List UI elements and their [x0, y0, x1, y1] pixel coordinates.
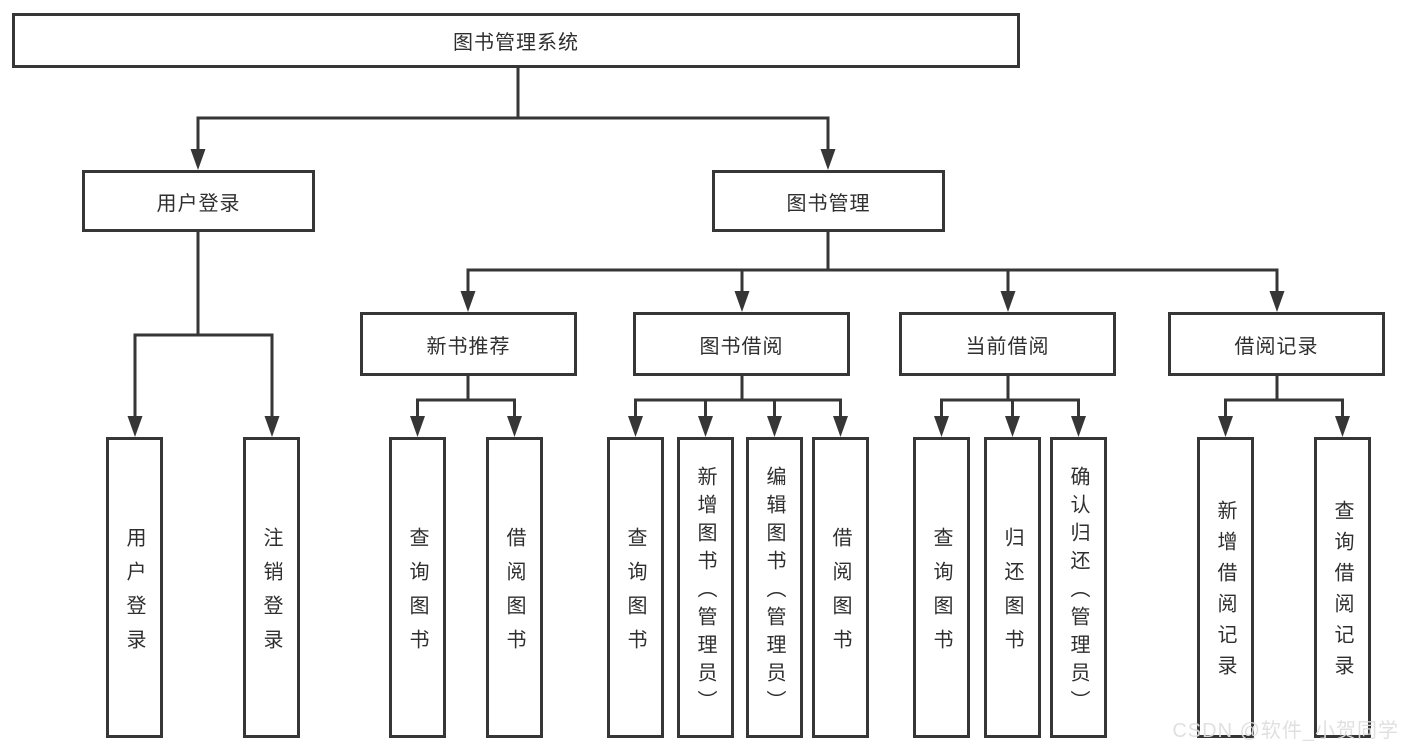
node-leaf-borrow-books-2: 借阅图书: [812, 437, 869, 738]
node-leaf-query-books-1-label: 查询图书: [406, 526, 428, 663]
node-leaf-query-borrow-record: 查询借阅记录: [1314, 437, 1371, 738]
node-user-login-group-label: 用户登录: [156, 192, 241, 215]
node-leaf-borrow-books-1: 借阅图书: [486, 437, 543, 738]
node-leaf-return-books: 归还图书: [984, 437, 1041, 738]
node-root-system: 图书管理系统: [12, 13, 1020, 68]
node-leaf-user-login-label: 用户登录: [123, 526, 145, 663]
node-new-book-recommend: 新书推荐: [360, 312, 577, 376]
node-leaf-borrow-books-2-label: 借阅图书: [829, 526, 851, 663]
node-current-borrowing: 当前借阅: [899, 312, 1116, 376]
node-leaf-edit-books-admin: 编辑图书（管理员）: [746, 437, 803, 738]
node-book-management: 图书管理: [712, 170, 945, 232]
node-leaf-edit-books-admin-label: 编辑图书（管理员）: [763, 465, 785, 718]
node-leaf-query-books-2-label: 查询图书: [624, 526, 646, 663]
node-leaf-borrow-books-1-label: 借阅图书: [503, 526, 525, 663]
node-leaf-add-borrow-record: 新增借阅记录: [1197, 437, 1254, 738]
node-root-system-label: 图书管理系统: [453, 32, 579, 54]
node-book-management-label: 图书管理: [786, 192, 871, 215]
node-book-borrowing: 图书借阅: [633, 312, 850, 376]
node-leaf-add-borrow-record-label: 新增借阅记录: [1214, 500, 1236, 686]
node-leaf-add-books-admin: 新增图书（管理员）: [677, 437, 734, 738]
node-leaf-query-books-2: 查询图书: [607, 437, 664, 738]
node-leaf-query-books-3: 查询图书: [913, 437, 970, 738]
node-leaf-confirm-return-admin-label: 确认归还（管理员）: [1067, 465, 1089, 718]
node-leaf-query-borrow-record-label: 查询借阅记录: [1331, 500, 1353, 686]
watermark: CSDN @软件_小贺同学: [1172, 720, 1399, 742]
node-borrowing-records-label: 借阅记录: [1234, 335, 1319, 358]
node-leaf-user-login: 用户登录: [106, 437, 163, 738]
node-user-login-group: 用户登录: [82, 170, 315, 232]
node-leaf-add-books-admin-label: 新增图书（管理员）: [694, 465, 716, 718]
node-new-book-recommend-label: 新书推荐: [426, 335, 511, 358]
node-book-borrowing-label: 图书借阅: [699, 335, 784, 358]
node-leaf-logout: 注销登录: [243, 437, 300, 738]
node-leaf-query-books-1: 查询图书: [389, 437, 446, 738]
node-leaf-confirm-return-admin: 确认归还（管理员）: [1050, 437, 1107, 738]
node-leaf-return-books-label: 归还图书: [1001, 526, 1023, 663]
node-leaf-query-books-3-label: 查询图书: [930, 526, 952, 663]
node-current-borrowing-label: 当前借阅: [965, 335, 1050, 358]
node-borrowing-records: 借阅记录: [1168, 312, 1385, 376]
node-leaf-logout-label: 注销登录: [260, 526, 282, 663]
